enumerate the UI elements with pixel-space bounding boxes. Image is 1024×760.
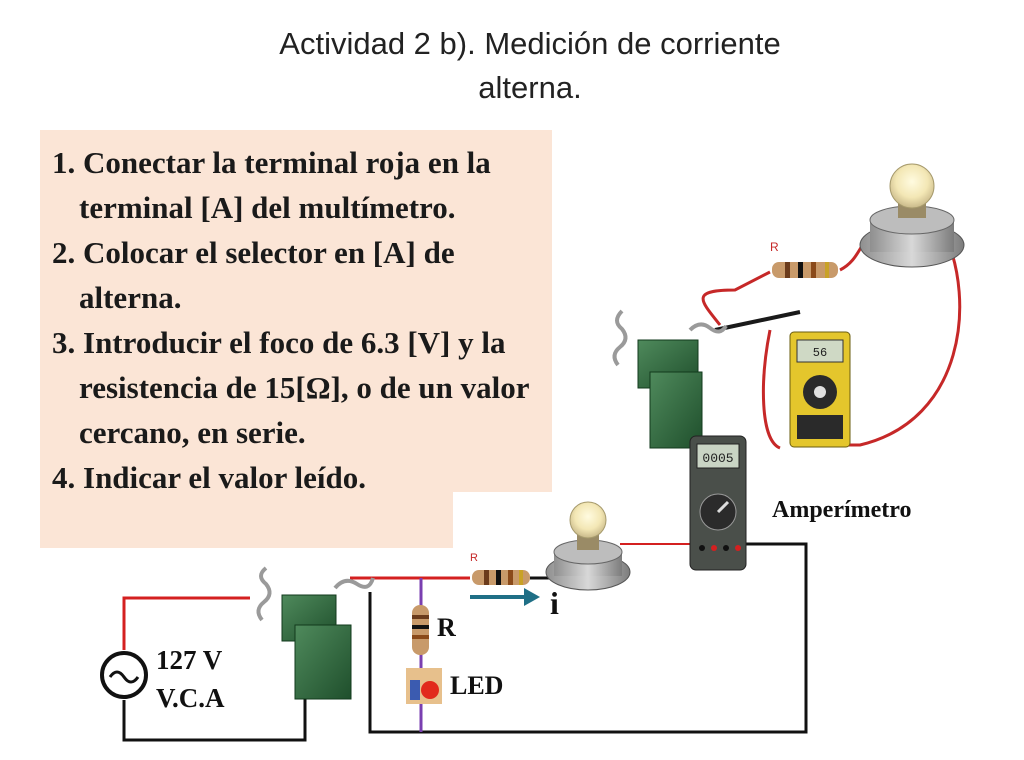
step-1: 1. Conectar la terminal roja en la termi… (52, 145, 491, 225)
current-arrow (470, 588, 540, 606)
upper-circuit-photo: R 56 (612, 163, 965, 450)
step-3: 3. Introducir el foco de 6.3 [V] y la re… (52, 325, 529, 450)
step-4: 4. Indicar el valor leído. (52, 460, 367, 495)
lamp-icon (545, 501, 631, 591)
photo-resistor-label: R (770, 240, 779, 254)
source-type-label: V.C.A (156, 683, 225, 713)
instruction-list: 1. Conectar la terminal roja en la termi… (52, 140, 552, 500)
led-label: LED (450, 671, 504, 700)
instructions-box-tail (40, 490, 453, 548)
ammeter-icon: 0005 (689, 435, 747, 571)
lower-circuit: R (100, 435, 808, 742)
resistor-label: R (437, 613, 456, 642)
schematic-resistor-label: R (470, 552, 478, 564)
ac-source-symbol (100, 651, 148, 699)
title-line-1: Actividad 2 b). Medición de corriente (279, 26, 781, 61)
step-2: 2. Colocar el selector en [A] de alterna… (52, 235, 455, 315)
instructions-box (40, 130, 552, 492)
led-icon (406, 668, 442, 704)
source-voltage-label: 127 V (156, 645, 223, 675)
small-meter-display: 56 (813, 346, 827, 360)
ammeter-label: Amperímetro (772, 497, 912, 523)
slide-title: Actividad 2 b). Medición de corriente al… (150, 22, 910, 110)
title-line-2: alterna. (478, 70, 582, 105)
ammeter-display: 0005 (702, 451, 733, 466)
current-label: i (550, 585, 559, 621)
transformer-icon (256, 566, 375, 700)
branch-resistor-icon (412, 605, 429, 655)
series-resistor-icon: R (470, 552, 530, 585)
